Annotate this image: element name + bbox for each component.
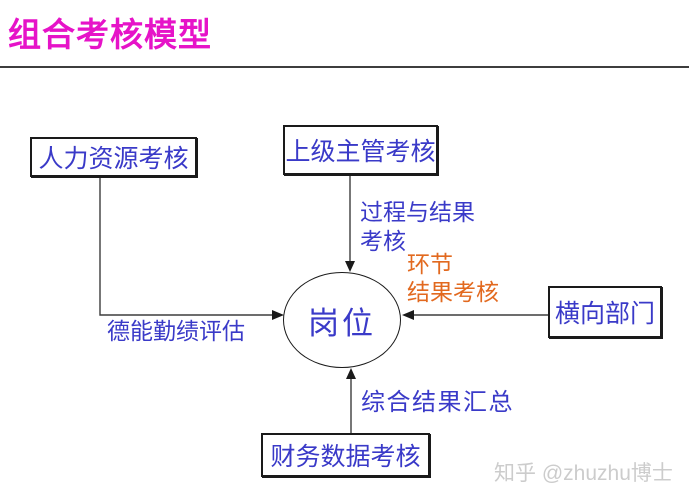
arrowhead-left-icon [402,310,414,320]
edge-hr-to-position [99,178,272,316]
edge-label-link-result: 环节 结果考核 [407,251,499,307]
edge-label-process-result: 过程与结果 考核 [360,198,475,256]
arrowhead-down-icon [345,261,355,272]
edge-label-link-result-line2: 结果考核 [407,280,499,305]
edge-label-link-result-line1: 环节 [407,252,453,277]
node-lateral-department: 横向部门 [548,286,662,338]
title-divider [0,66,689,68]
edge-label-morality-evaluation: 德能勤绩评估 [107,319,245,344]
edge-label-process-result-line2: 考核 [360,229,406,254]
edge-label-process-result-line1: 过程与结果 [360,200,475,225]
edge-label-summary: 综合结果汇总 [361,390,514,416]
arrowhead-up-icon [346,368,356,379]
watermark: 知乎 @zhuzhu博士 [494,462,673,485]
node-finance-data-assessment: 财务数据考核 [261,433,430,477]
node-position-circle: 岗位 [283,272,401,368]
page-title: 组合考核模型 [8,16,212,53]
node-hr-assessment: 人力资源考核 [30,137,197,177]
node-supervisor-assessment: 上级主管考核 [283,125,438,175]
